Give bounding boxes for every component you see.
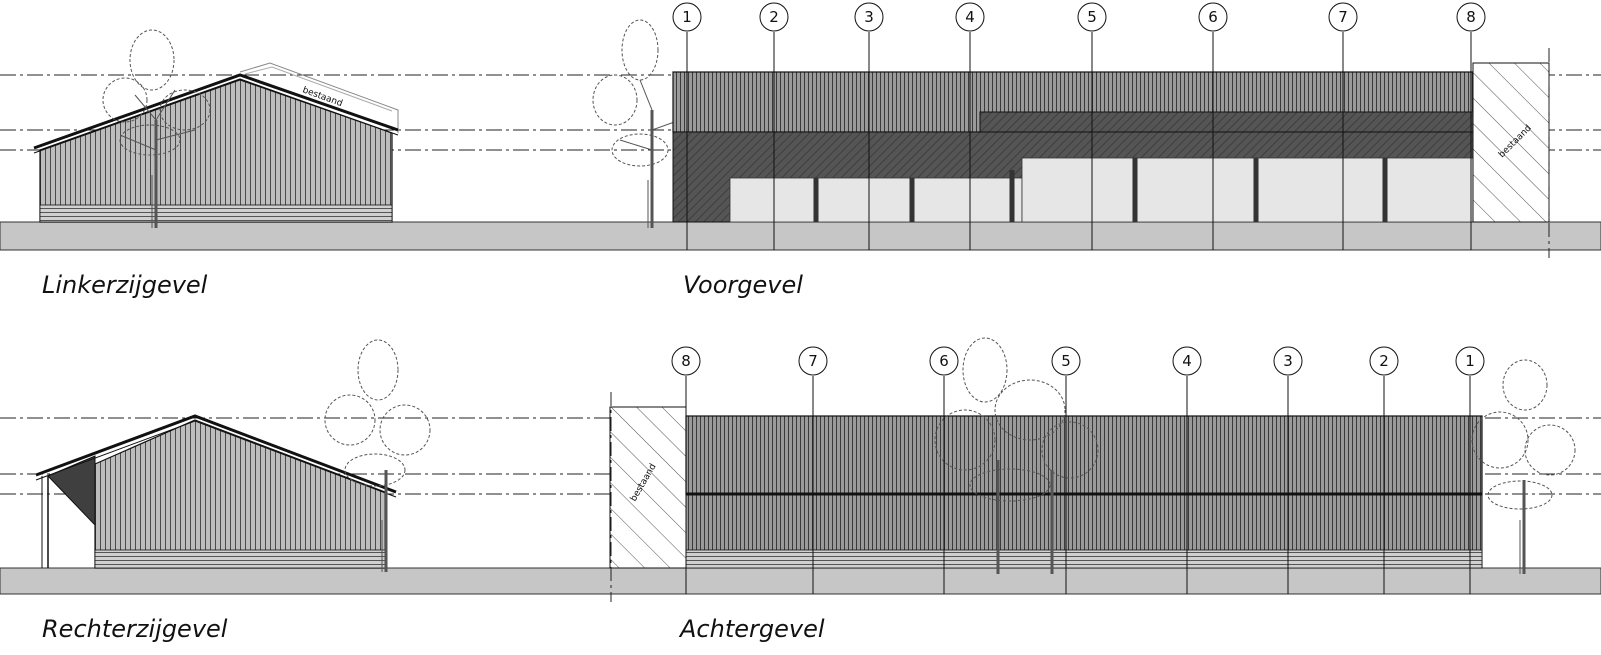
grid-label: 4 [1182,352,1192,370]
grid-bubble [854,2,884,32]
ground-strip-top [0,221,1601,251]
tree-icon [934,337,1099,574]
grid-bubble [1369,346,1399,376]
grid-label: 6 [1208,8,1218,26]
rear-title: Achtergevel [678,615,825,643]
grid-bubble [1455,346,1485,376]
grid-bubble [1172,346,1202,376]
grid-label: 7 [1338,8,1348,26]
tree-icon [102,29,211,228]
grid-bubble [1456,2,1486,32]
rear-elevation: bestaand [609,392,1483,602]
top-row: bestaand [0,2,1601,299]
left-side-title: Linkerzijgevel [42,271,208,299]
right-side-title: Rechterzijgevel [42,615,228,643]
grid-bubble [1077,2,1107,32]
grid-label: 3 [864,8,874,26]
grid-bubble [672,2,702,32]
grid-label: 3 [1283,352,1293,370]
grid-bubble [798,346,828,376]
front-elevation: bestaand [672,48,1550,258]
ground-strip-bottom [0,567,1601,595]
rear-grid: 8 7 6 5 4 3 2 1 [671,346,1485,594]
grid-label: 2 [1379,352,1389,370]
grid-label: 6 [939,352,949,370]
grid-label: 8 [1466,8,1476,26]
grid-label: 1 [1465,352,1475,370]
grid-bubble [929,346,959,376]
grid-label: 5 [1087,8,1097,26]
grid-bubble [1328,2,1358,32]
tree-icon [1471,359,1576,574]
bottom-row: bestaand 8 7 6 5 4 3 2 1 Rechterzijgevel [0,337,1601,643]
left-side-elevation: bestaand [33,62,399,223]
grid-bubble [1273,346,1303,376]
grid-bubble [1051,346,1081,376]
grid-bubble [955,2,985,32]
grid-label: 8 [681,352,691,370]
front-grid: 1 2 3 4 5 6 7 8 [672,2,1486,250]
grid-bubble [1198,2,1228,32]
grid-bubble [759,2,789,32]
grid-label: 1 [682,8,692,26]
grid-label: 7 [808,352,818,370]
front-title: Voorgevel [683,271,803,299]
grid-label: 4 [965,8,975,26]
grid-label: 2 [769,8,779,26]
grid-label: 5 [1061,352,1071,370]
grid-bubble [671,346,701,376]
tree-icon [324,339,431,572]
right-side-elevation [35,414,397,569]
tree-icon [592,19,681,228]
